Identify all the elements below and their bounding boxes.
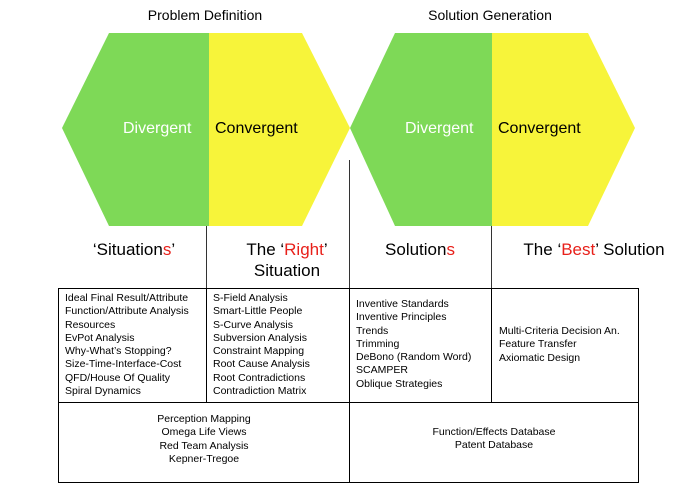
- problem-shared-tools-box: Perception Mapping Omega Life Views Red …: [58, 402, 350, 483]
- list-item: Inventive Standards: [356, 298, 449, 310]
- list-item: Function/Attribute Analysis: [65, 305, 189, 318]
- list-item: Axiomatic Design: [499, 351, 581, 364]
- list-item: Trimming: [356, 337, 400, 350]
- heading-right-quote: ’: [323, 240, 328, 259]
- list-item: Feature Transfer: [499, 338, 577, 351]
- solution-convergent-shape: [492, 33, 635, 226]
- heading-best-suffix: ’ Solution: [595, 240, 665, 259]
- list-item: Kepner-Tregoe: [168, 452, 240, 465]
- solution-convergent-label: Convergent: [498, 120, 581, 137]
- list-item: QFD/House Of Quality: [65, 371, 171, 384]
- heading-best-solution: The ‘Best’ Solution: [494, 239, 694, 260]
- heading-situations-text: ‘Situation: [92, 240, 163, 259]
- problem-shared-tools-list: Perception Mapping Omega Life Views Red …: [59, 413, 349, 466]
- list-item: Resources: [65, 318, 116, 331]
- divider-line-problem: [206, 226, 207, 289]
- list-item: Root Contradictions: [213, 371, 306, 384]
- heading-right-situation: The ‘Right’ Situation: [207, 239, 367, 281]
- divider-line-solution: [491, 226, 492, 289]
- list-item: S-Field Analysis: [213, 292, 288, 304]
- divider-line-center: [349, 160, 350, 289]
- problem-divergent-label: Divergent: [123, 120, 192, 137]
- list-item: EvPot Analysis: [65, 331, 135, 344]
- list-item: S-Curve Analysis: [213, 318, 293, 331]
- problem-convergent-label: Convergent: [215, 120, 298, 137]
- heading-situations-highlight: s: [162, 240, 172, 259]
- list-item: SCAMPER: [356, 364, 408, 377]
- heading-right-highlight: Right: [284, 240, 324, 259]
- list-item: Inventive Principles: [356, 311, 447, 324]
- list-item: Multi-Criteria Decision An.: [499, 325, 620, 337]
- problem-divergent-shape: [62, 33, 209, 226]
- solution-shared-tools-list: Function/Effects Database Patent Databas…: [350, 426, 638, 453]
- solution-shared-tools-box: Function/Effects Database Patent Databas…: [349, 402, 639, 483]
- solution-divergent-shape: [350, 33, 492, 226]
- solutions-tools-box: Inventive Standards Inventive Principles…: [349, 288, 492, 403]
- heading-right-text: The ‘: [246, 240, 285, 259]
- heading-solutions: Solutions: [352, 239, 488, 260]
- heading-right-line2: Situation: [253, 261, 321, 280]
- list-item: Constraint Mapping: [213, 345, 305, 358]
- list-item: Trends: [356, 324, 389, 337]
- phase-title-problem-definition: Problem Definition: [147, 7, 263, 23]
- list-item: Ideal Final Result/Attribute: [65, 292, 189, 304]
- right-situation-tools-box: S-Field Analysis Smart-Little People S-C…: [206, 288, 350, 403]
- heading-situations-quote: ’: [171, 240, 176, 259]
- list-item: Size-Time-Interface-Cost: [65, 358, 182, 371]
- heading-solutions-highlight: s: [446, 240, 455, 259]
- problem-convergent-shape: [209, 33, 350, 226]
- list-item: Why-What’s Stopping?: [65, 345, 172, 358]
- heading-situations: ‘Situations’: [62, 239, 206, 260]
- list-item: Spiral Dynamics: [65, 385, 141, 398]
- phase-title-solution-generation: Solution Generation: [428, 7, 552, 23]
- list-item: Omega Life Views: [161, 426, 247, 439]
- situations-tools-box: Ideal Final Result/Attribute Function/At…: [58, 288, 207, 403]
- list-item: Patent Database: [454, 439, 534, 452]
- list-item: Smart-Little People: [213, 305, 303, 318]
- best-solution-tools-box: Multi-Criteria Decision An. Feature Tran…: [491, 288, 639, 403]
- heading-best-text: The ‘: [523, 240, 562, 259]
- heading-best-highlight: Best: [561, 240, 596, 259]
- list-item: Red Team Analysis: [159, 439, 249, 452]
- best-solution-tools-list: Multi-Criteria Decision An. Feature Tran…: [499, 325, 638, 365]
- list-item: Subversion Analysis: [213, 331, 307, 344]
- situations-tools-list: Ideal Final Result/Attribute Function/At…: [65, 292, 206, 398]
- list-item: Function/Effects Database: [432, 426, 556, 438]
- double-diamond-graphic: [62, 33, 635, 226]
- right-situation-tools-list: S-Field Analysis Smart-Little People S-C…: [213, 292, 349, 398]
- solutions-tools-list: Inventive Standards Inventive Principles…: [356, 298, 491, 391]
- heading-solutions-text: Solution: [385, 240, 447, 259]
- list-item: Contradiction Matrix: [213, 385, 307, 398]
- list-item: Oblique Strategies: [356, 377, 443, 390]
- list-item: Root Cause Analysis: [213, 358, 310, 371]
- list-item: Perception Mapping: [157, 413, 251, 425]
- list-item: DeBono (Random Word): [356, 351, 472, 364]
- solution-divergent-label: Divergent: [405, 120, 474, 137]
